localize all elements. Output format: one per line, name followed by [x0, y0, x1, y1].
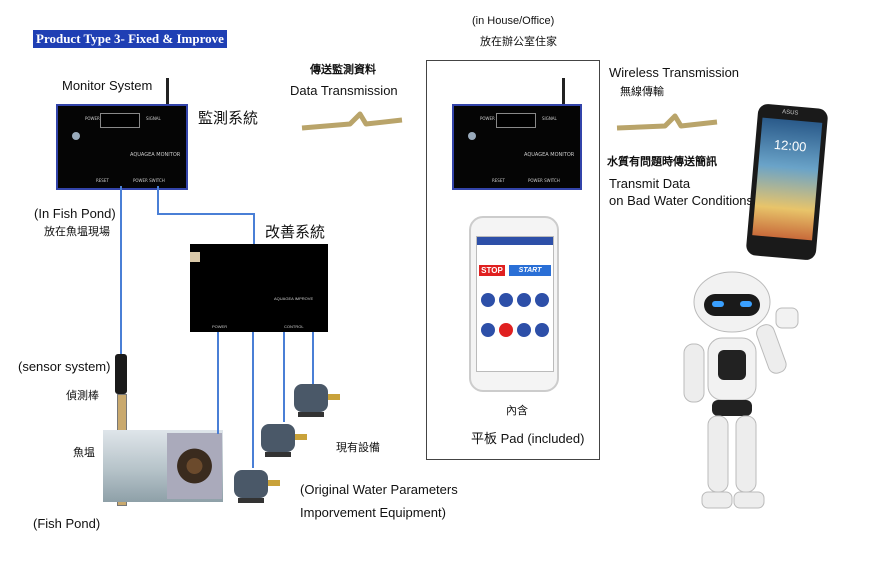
house-reset-button: RESET	[492, 178, 505, 183]
monitor-system-label: Monitor System	[62, 78, 153, 93]
sensor-wire	[120, 186, 122, 356]
tablet-gauge-row-1	[481, 293, 551, 309]
phone-brand: ASUS	[781, 109, 799, 117]
motor-wire-3	[283, 332, 285, 422]
included-zh-label: 內含	[506, 405, 528, 417]
house-monitor-screen	[496, 113, 536, 128]
motor-icon	[234, 470, 280, 503]
house-monitor-device: POWER SIGNAL AQUAGEA MONITOR RESET POWER…	[452, 104, 582, 190]
existing-equipment-zh-label: 現有設備	[336, 442, 380, 454]
wireless-transmission-zh-label: 無線傳輸	[620, 86, 664, 98]
tablet-screen: STOP START	[476, 236, 554, 372]
motor-wire-2	[252, 332, 254, 468]
fish-pond-label: (Fish Pond)	[33, 516, 101, 531]
improve-model: AQUAGEA IMPROVE	[274, 296, 314, 301]
smartphone-device: 12:00 ASUS	[745, 103, 829, 261]
motor-icon	[261, 424, 307, 457]
in-fish-pond-label: (In Fish Pond)	[34, 206, 116, 221]
sensor-zh-label: 偵測棒	[66, 390, 99, 402]
motor-icon	[294, 384, 340, 417]
phone-clock: 12:00	[773, 136, 808, 155]
control-wire-horizontal	[157, 213, 254, 215]
motor-wire-4	[312, 332, 314, 384]
brand-logo-icon	[468, 132, 476, 140]
house-office-frame	[426, 60, 600, 460]
phone-screen: 12:00	[752, 117, 823, 241]
monitor-signal-indicator: SIGNAL	[146, 116, 161, 121]
antenna-icon	[562, 78, 565, 108]
monitor-reset-button: RESET	[96, 178, 109, 183]
sensor-head-icon	[115, 354, 127, 394]
wireless-squiggle-icon	[616, 113, 718, 131]
tablet-device: STOP START	[469, 216, 559, 392]
wireless-transmission-label: Wireless Transmission	[609, 65, 740, 80]
tablet-gauge-row-2	[481, 323, 551, 339]
brand-logo-icon	[72, 132, 80, 140]
monitor-system-zh-label: 監測系統	[198, 110, 259, 127]
robot-icon	[683, 271, 799, 509]
transmission-squiggle-icon	[301, 111, 403, 131]
house-monitor-model: AQUAGEA MONITOR	[524, 152, 575, 158]
tablet-app-bar	[477, 237, 553, 245]
control-wire-drop	[253, 213, 255, 245]
monitor-power-indicator: POWER	[85, 116, 100, 121]
improve-power-port: POWER	[212, 324, 228, 329]
antenna-icon	[166, 78, 169, 108]
sensor-system-label: (sensor system)	[18, 359, 111, 374]
control-wire-vertical	[157, 186, 159, 214]
house-office-label: (in House/Office)	[472, 15, 555, 27]
monitor-model: AQUAGEA MONITOR	[130, 152, 181, 158]
fish-pond-zh-label: 魚塭	[73, 447, 95, 459]
improve-device: AQUAGEA IMPROVE POWER CONTROL	[190, 244, 328, 332]
house-signal-indicator: SIGNAL	[542, 116, 557, 121]
house-power-switch: POWER SWITCH	[528, 178, 560, 183]
brand-logo-icon	[190, 244, 198, 252]
tablet-start-button: START	[509, 265, 551, 276]
alert-zh-label: 水質有問題時傳送簡訊	[607, 156, 717, 168]
improve-control-port: CONTROL	[284, 324, 304, 329]
improve-system-zh-label: 改善系統	[265, 224, 326, 241]
data-transmission-label: Data Transmission	[290, 83, 398, 98]
monitor-power-switch: POWER SWITCH	[133, 178, 165, 183]
in-fish-pond-zh-label: 放在魚塭現場	[44, 226, 110, 238]
equipment-label-line1: (Original Water Parameters	[300, 482, 458, 497]
pad-included-label: 平板 Pad (included)	[471, 431, 585, 446]
diagram-title: Product Type 3- Fixed & Improve	[33, 30, 227, 48]
house-office-zh-label: 放在辦公室住家	[480, 36, 557, 48]
tablet-stop-button: STOP	[479, 265, 505, 276]
status-lamp-icon	[190, 252, 200, 262]
monitor-device: POWER SIGNAL AQUAGEA MONITOR RESET POWER…	[56, 104, 188, 190]
house-power-indicator: POWER	[480, 116, 495, 121]
alert-label-line1: Transmit Data	[609, 176, 691, 191]
data-transmission-zh-label: 傳送監測資料	[310, 64, 376, 76]
equipment-label-line2: Imporvement Equipment)	[300, 505, 446, 520]
motor-wire-1	[217, 332, 219, 434]
paddle-wheel-photo	[167, 433, 222, 499]
monitor-screen	[100, 113, 140, 128]
alert-label-line2: on Bad Water Conditions	[609, 193, 754, 208]
